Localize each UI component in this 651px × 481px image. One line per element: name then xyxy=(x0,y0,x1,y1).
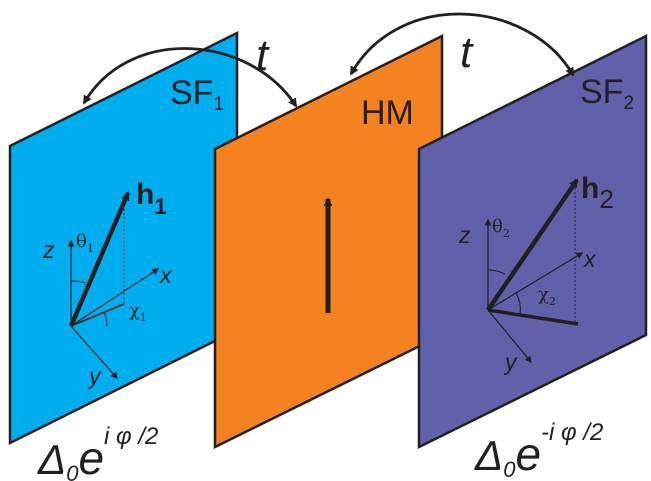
sf1-chi-arc xyxy=(103,311,108,327)
hopping-label-left: t xyxy=(256,31,270,80)
sf1-h-label: h1 xyxy=(136,178,167,219)
sf2-chi-label: χ2 xyxy=(538,284,556,308)
pairing-labels: Δ0ei φ /2 Δ0e-i φ /2 xyxy=(37,419,603,481)
sf2-y-axis xyxy=(487,309,532,364)
sf1-x-label: x xyxy=(159,262,173,288)
sf2-x-axis xyxy=(487,252,584,311)
sf1-h-vector xyxy=(68,191,131,327)
sf1-chi-label: χ1 xyxy=(129,300,147,324)
pairing-left-label: Δ0ei φ /2 xyxy=(37,423,158,481)
sf2-theta-label: θ2 xyxy=(492,216,510,240)
hm-layer: HM xyxy=(213,33,444,450)
sf1-theta-label: θ1 xyxy=(76,231,94,255)
hopping-label-right: t xyxy=(460,28,474,77)
sf1-layer: SF1 h1 z x y θ1 χ1 xyxy=(8,30,239,446)
sf2-layer: SF2 h2 z x y θ2 χ2 xyxy=(417,33,648,450)
sf1-z-label: z xyxy=(42,237,55,263)
sf1-x-axis xyxy=(70,268,160,327)
sf2-y-label: y xyxy=(503,349,518,375)
hopping-arrow-left xyxy=(82,47,298,108)
sf2-x-label: x xyxy=(583,246,597,272)
sf2-h-label: h2 xyxy=(581,172,614,214)
hopping-arrow-right xyxy=(349,12,575,77)
sf1-y-label: y xyxy=(87,363,102,389)
sf2-projection-vector xyxy=(487,308,579,326)
sf2-z-label: z xyxy=(458,222,471,248)
sf1-theta-arc xyxy=(70,280,87,284)
pairing-right-label: Δ0e-i φ /2 xyxy=(474,419,603,481)
tunneling-arrows: t t xyxy=(82,12,575,108)
hm-label: HM xyxy=(361,94,414,132)
sf2-label: SF2 xyxy=(580,73,634,114)
sf2-theta-arc xyxy=(487,269,506,275)
sf1-y-axis xyxy=(70,325,118,380)
sf1-projection-vector xyxy=(70,303,125,327)
sf2-h-vector xyxy=(486,178,579,312)
